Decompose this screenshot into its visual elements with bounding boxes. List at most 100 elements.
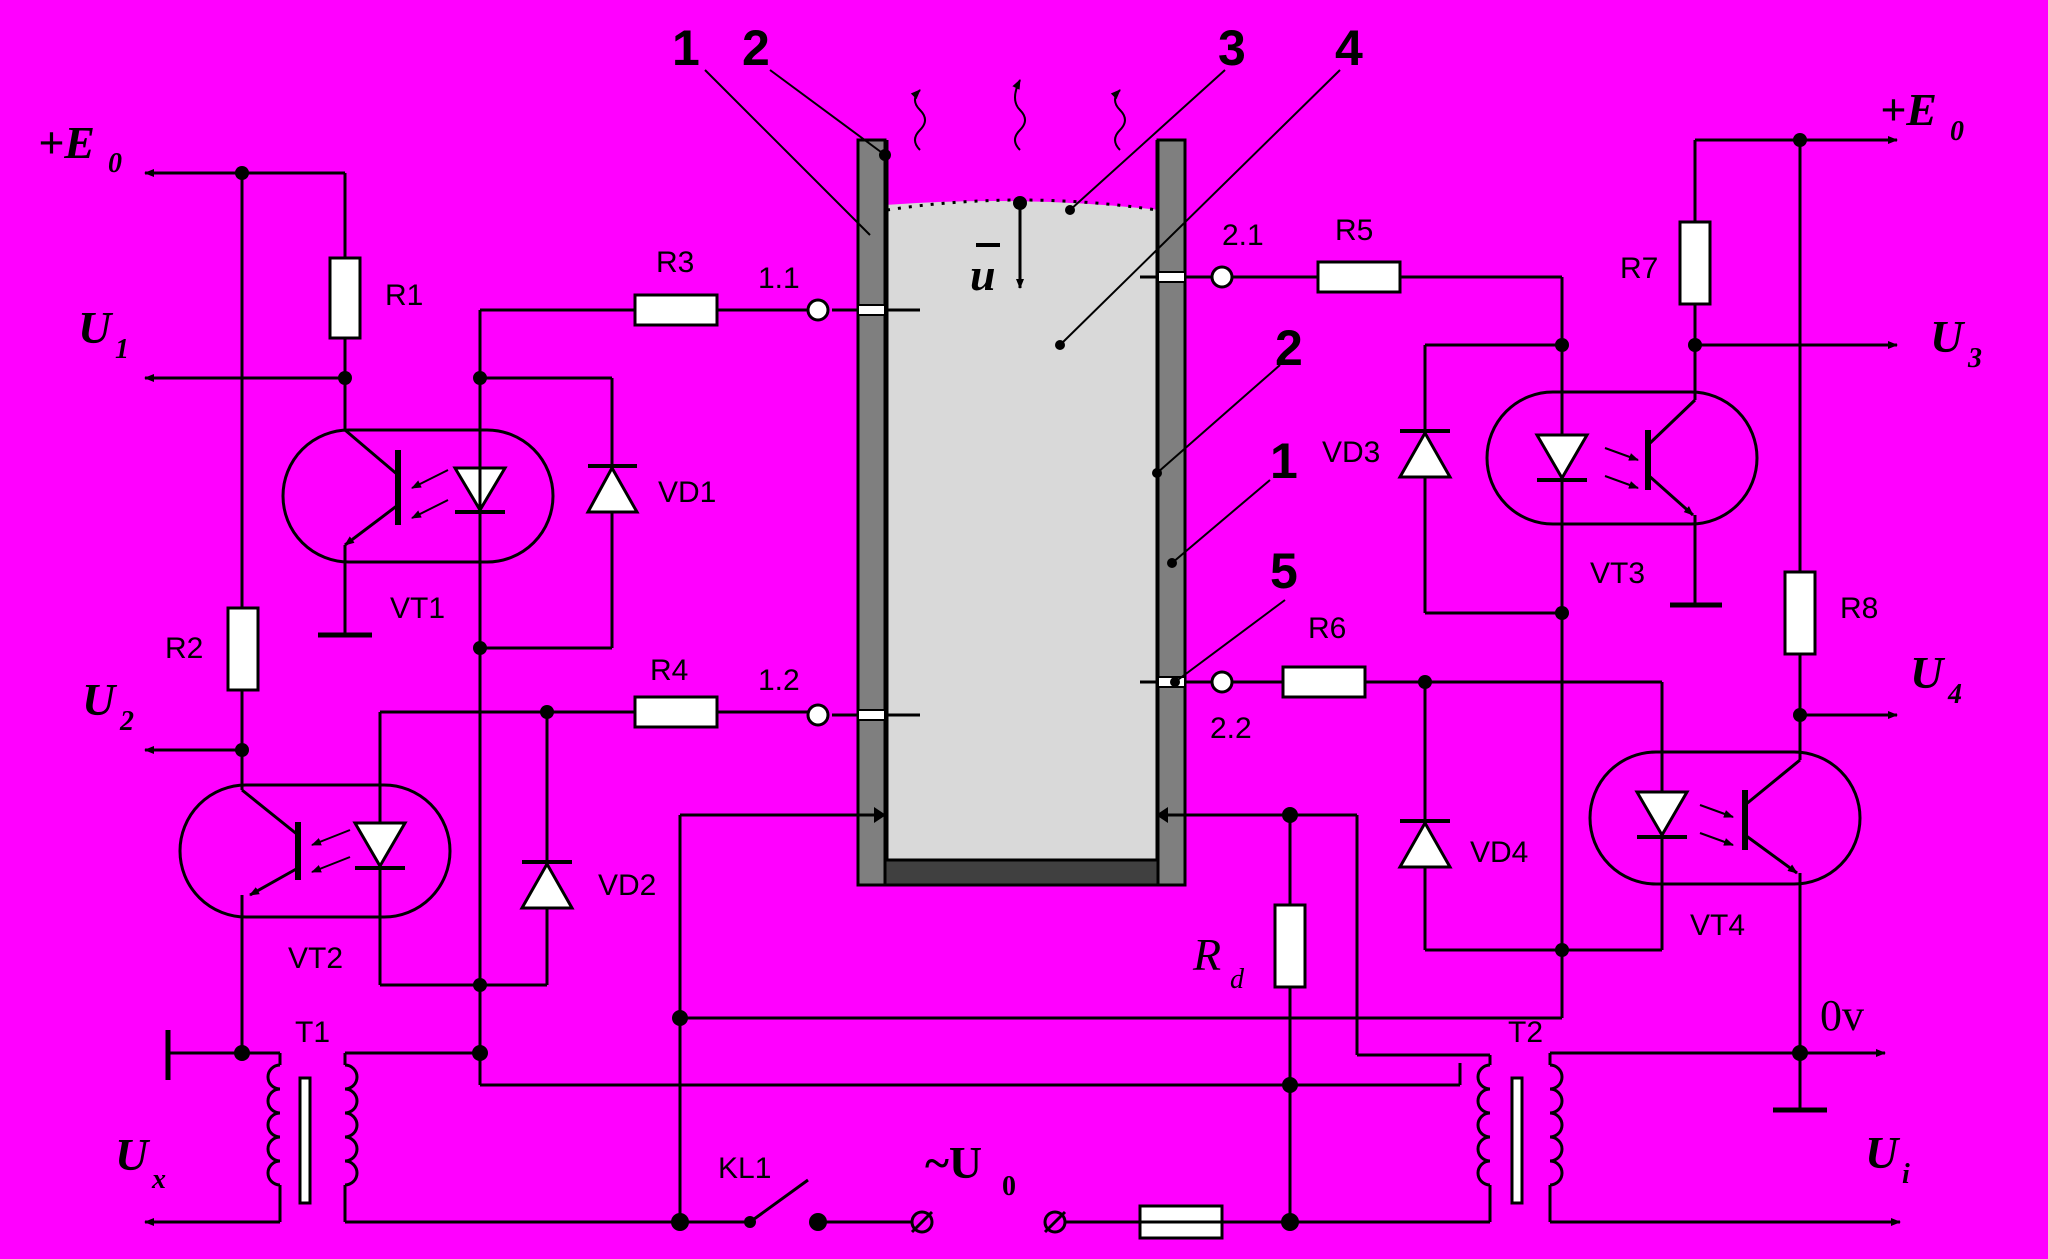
- r3-label: R3: [656, 246, 694, 279]
- e0-left-label: +E: [38, 117, 95, 168]
- rd-label: R: [1192, 929, 1221, 980]
- callout-1: 1: [672, 20, 700, 76]
- transformer-t1: [144, 1051, 480, 1226]
- u0-label: ~U: [925, 1137, 982, 1188]
- ux-sub: x: [151, 1164, 166, 1195]
- callout-3: 3: [1218, 20, 1246, 76]
- led-vt4: [1634, 790, 1690, 838]
- terminal-2-1: [1210, 265, 1234, 289]
- right-circuit: [1210, 133, 1901, 1226]
- vapor-arrow: [1110, 89, 1126, 151]
- e0-right-label: +E: [1880, 84, 1937, 135]
- vessel: u 1 2 3 4: [672, 20, 1363, 887]
- switch-kl1[interactable]: [749, 1178, 809, 1224]
- callout-4: 4: [1335, 20, 1363, 76]
- vt4-label: VT4: [1690, 909, 1745, 942]
- resistor-r2: [226, 606, 260, 692]
- u2-sub: 2: [119, 706, 134, 737]
- callout-leader-3: [1069, 69, 1226, 211]
- r7-label: R7: [1620, 252, 1658, 285]
- vapor-arrow: [910, 89, 926, 151]
- kl1-label: KL1: [718, 1152, 771, 1185]
- vessel-left-wall: [856, 138, 887, 887]
- u3-label: U: [1930, 311, 1966, 362]
- liquid: [885, 201, 1160, 860]
- resistor-r3: [633, 293, 719, 327]
- callout-leader-2b: [1156, 364, 1281, 474]
- velocity-label: u: [970, 249, 996, 300]
- callout-leader-2: [769, 69, 886, 156]
- t1-label: T1: [295, 1016, 330, 1049]
- electrode-1-1: [832, 304, 920, 316]
- callout-1b: 1: [1270, 433, 1298, 489]
- optocoupler-vt2: [178, 783, 452, 919]
- e0-left-sub: 0: [108, 148, 122, 179]
- diode-vd2: [519, 860, 575, 910]
- electrode-2-1: [1140, 271, 1212, 283]
- resistor-r1: [328, 256, 362, 340]
- terminal-2-2-label: 2.2: [1210, 712, 1252, 745]
- r4-label: R4: [650, 654, 688, 687]
- optocoupler-vt1: [281, 428, 555, 564]
- optocoupler-vt3: [1485, 390, 1759, 526]
- resistor-r6: [1281, 665, 1367, 699]
- ui-sub: i: [1902, 1159, 1910, 1190]
- vd1-label: VD1: [658, 476, 716, 509]
- t2-label: T2: [1508, 1016, 1543, 1049]
- led-vt3: [1534, 433, 1590, 481]
- vd2-label: VD2: [598, 869, 656, 902]
- vt3-label: VT3: [1590, 557, 1645, 590]
- terminal-1-1: [806, 298, 830, 322]
- resistor-rd: [1273, 903, 1307, 989]
- callout-leader-1: [704, 69, 871, 236]
- u0-sub: 0: [1002, 1171, 1016, 1202]
- left-circuit: [144, 166, 1290, 1231]
- r5-label: R5: [1335, 214, 1373, 247]
- callout-2: 2: [742, 20, 770, 76]
- supply-terminal-left: [910, 1210, 934, 1234]
- terminal-2-2: [1210, 670, 1234, 694]
- terminal-1-1-label: 1.1: [758, 262, 800, 295]
- r8-label: R8: [1840, 592, 1878, 625]
- u4-sub: 4: [1947, 679, 1962, 710]
- r1-label: R1: [385, 279, 423, 312]
- terminal-1-2-label: 1.2: [758, 664, 800, 697]
- u3-sub: 3: [1967, 343, 1982, 374]
- callout-leader-1b: [1171, 479, 1271, 564]
- labels: +E 0 U 1 U 2 U x +E 0 U 3 U 4 U i 0v ~U …: [38, 84, 1982, 1202]
- vd3-label: VD3: [1322, 436, 1380, 469]
- optocoupler-vt4: [1588, 750, 1862, 886]
- callout-2b: 2: [1275, 320, 1303, 376]
- electrode-1-2: [832, 709, 920, 721]
- terminal-2-1-label: 2.1: [1222, 219, 1264, 252]
- rd-sub: d: [1230, 964, 1245, 995]
- resistor-r8: [1783, 570, 1817, 656]
- u2-label: U: [82, 674, 118, 725]
- vessel-right-wall: [1156, 138, 1187, 887]
- callout-leader-5: [1174, 599, 1286, 683]
- resistor-r7: [1678, 220, 1712, 306]
- e0-right-sub: 0: [1950, 116, 1964, 147]
- callout-leader-4: [1059, 69, 1341, 346]
- r6-label: R6: [1308, 612, 1346, 645]
- u4-label: U: [1910, 647, 1946, 698]
- vapor-arrow: [1012, 79, 1026, 151]
- ui-label: U: [1865, 1127, 1901, 1178]
- resistor-r5: [1316, 260, 1402, 294]
- diode-vd3: [1397, 429, 1453, 479]
- callout-5: 5: [1270, 543, 1298, 599]
- ux-label: U: [115, 1129, 151, 1180]
- zero-v-label: 0v: [1820, 991, 1864, 1040]
- u1-sub: 1: [115, 334, 129, 365]
- vd4-label: VD4: [1470, 836, 1528, 869]
- transformer-t2: [1290, 1051, 1901, 1226]
- terminal-1-2: [806, 703, 830, 727]
- power-circuit: [672, 807, 1562, 1240]
- u1-label: U: [78, 302, 114, 353]
- vessel-bottom: [883, 858, 1160, 887]
- vt2-label: VT2: [288, 942, 343, 975]
- vt1-label: VT1: [390, 592, 445, 625]
- resistor-r4: [633, 695, 719, 729]
- r2-label: R2: [165, 632, 203, 665]
